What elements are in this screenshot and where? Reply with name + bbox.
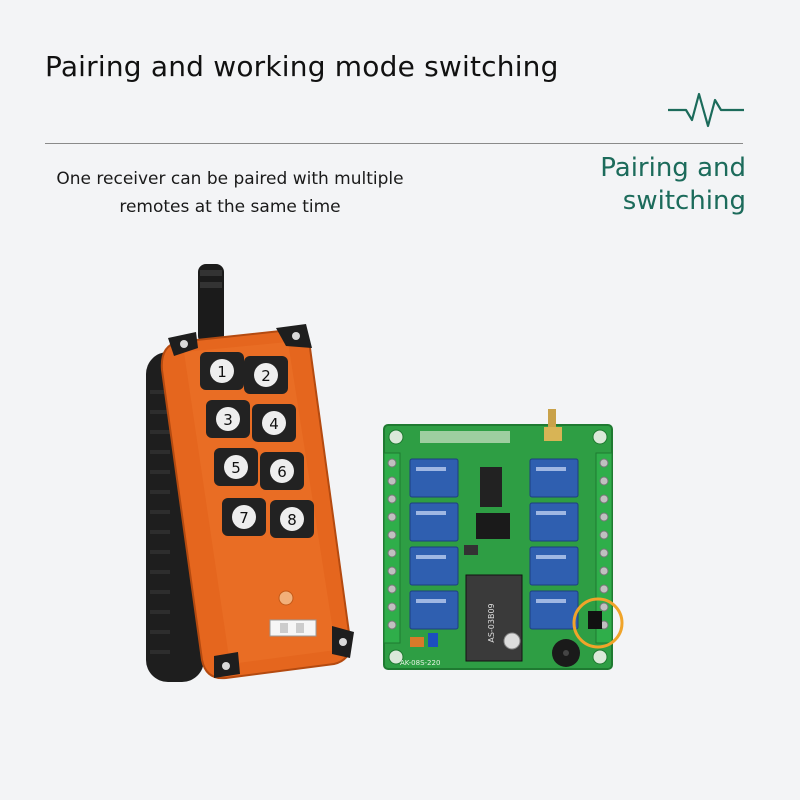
svg-text:1: 1 <box>217 363 227 381</box>
remote-control-image: 1 2 3 4 5 6 7 8 <box>146 264 354 682</box>
svg-text:8: 8 <box>287 511 297 529</box>
svg-text:6: 6 <box>277 463 287 481</box>
receiver-board-image: AS-03B09 AK-08S-220 <box>383 409 624 670</box>
svg-text:4: 4 <box>269 415 279 433</box>
remote-button-4: 4 <box>252 404 296 442</box>
remote-button-5: 5 <box>214 448 258 486</box>
remote-button-8: 8 <box>270 500 314 538</box>
remote-indicator-led <box>278 590 294 606</box>
svg-text:AK-08S-220: AK-08S-220 <box>400 659 440 667</box>
pairing-button-highlight <box>572 597 624 649</box>
feature-badge-line1: Pairing and <box>600 153 746 183</box>
remote-buttons: 1 2 3 4 5 6 7 8 <box>200 352 314 538</box>
svg-text:AS-03B09: AS-03B09 <box>487 603 496 642</box>
page-title: Pairing and working mode switching <box>45 50 559 83</box>
feature-badge-line2: switching <box>622 186 746 216</box>
svg-text:2: 2 <box>261 367 271 385</box>
remote-button-7: 7 <box>222 498 266 536</box>
svg-text:3: 3 <box>223 411 233 429</box>
svg-text:5: 5 <box>231 459 241 477</box>
header-divider <box>45 143 743 144</box>
svg-text:7: 7 <box>239 509 249 527</box>
pulse-icon <box>668 92 744 128</box>
pairing-button <box>588 611 602 629</box>
remote-button-6: 6 <box>260 452 304 490</box>
remote-button-3: 3 <box>206 400 250 438</box>
remote-button-1: 1 <box>200 352 244 390</box>
remote-button-2: 2 <box>244 356 288 394</box>
feature-badge: Pairing and switching <box>600 152 746 218</box>
feature-description: One receiver can be paired with multiple… <box>56 169 404 217</box>
